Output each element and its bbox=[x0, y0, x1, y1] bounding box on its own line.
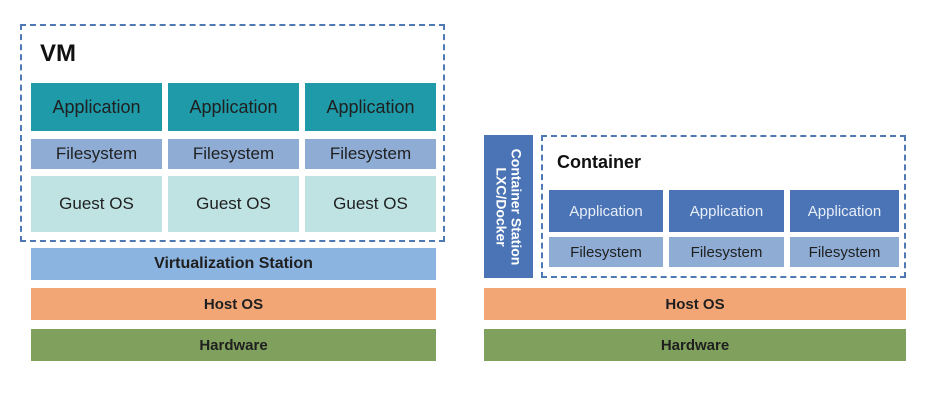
vm-filesystem-3: Filesystem bbox=[305, 139, 436, 169]
vm-application-1: Application bbox=[31, 83, 162, 131]
container-hardware-layer: Hardware bbox=[484, 329, 906, 361]
vm-guest-os-1: Guest OS bbox=[31, 176, 162, 232]
container-station-bar: Container Station LXC/Docker bbox=[484, 135, 533, 278]
container-station-line1: Container Station bbox=[508, 148, 525, 265]
container-application-3: Application bbox=[790, 190, 899, 232]
vm-filesystem-1: Filesystem bbox=[31, 139, 162, 169]
container-station-label: Container Station LXC/Docker bbox=[493, 148, 525, 265]
container-station-line2: LXC/Docker bbox=[493, 166, 510, 247]
container-boundary bbox=[541, 135, 906, 278]
container-application-2: Application bbox=[669, 190, 784, 232]
vm-filesystem-2: Filesystem bbox=[168, 139, 299, 169]
vm-hardware-layer: Hardware bbox=[31, 329, 436, 361]
vm-guest-os-3: Guest OS bbox=[305, 176, 436, 232]
vm-application-2: Application bbox=[168, 83, 299, 131]
vm-boundary bbox=[20, 24, 445, 242]
container-filesystem-3: Filesystem bbox=[790, 237, 899, 267]
container-application-1: Application bbox=[549, 190, 663, 232]
vm-title: VM bbox=[40, 40, 76, 67]
container-title: Container bbox=[557, 152, 642, 172]
container-filesystem-2: Filesystem bbox=[669, 237, 784, 267]
virtualization-station-layer: Virtualization Station bbox=[31, 248, 436, 280]
container-host-os-layer: Host OS bbox=[484, 288, 906, 320]
vm-guest-os-2: Guest OS bbox=[168, 176, 299, 232]
vm-host-os-layer: Host OS bbox=[31, 288, 436, 320]
vm-application-3: Application bbox=[305, 83, 436, 131]
container-filesystem-1: Filesystem bbox=[549, 237, 663, 267]
